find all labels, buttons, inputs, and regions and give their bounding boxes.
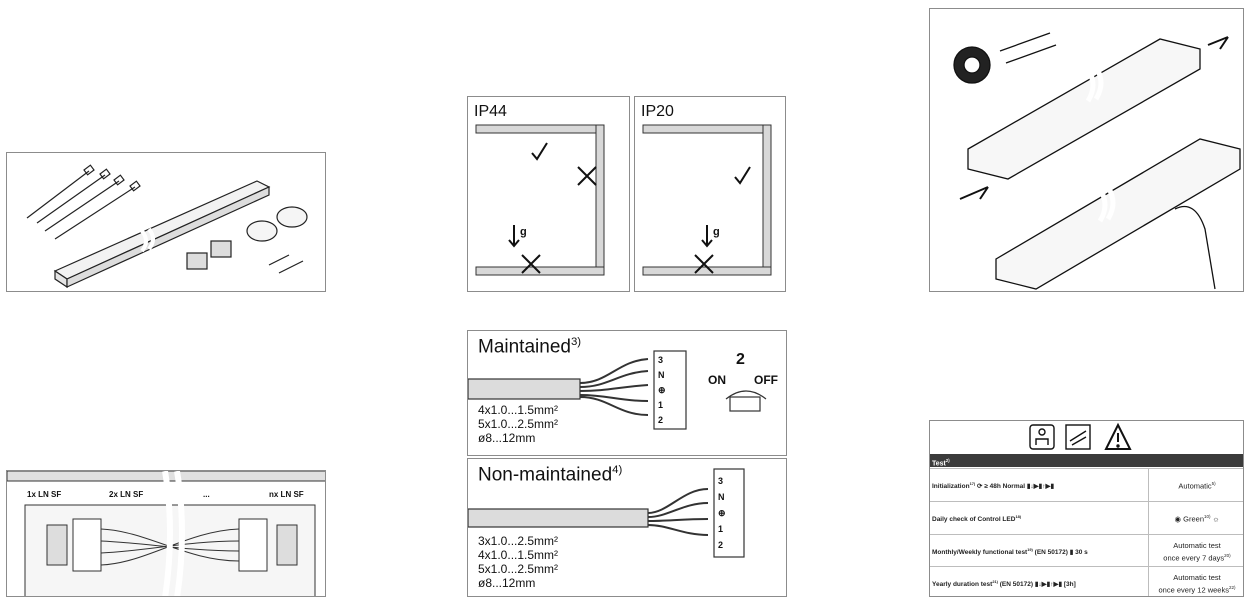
- non-maintained-wiring-panel: Non-maintained4) 3x1.0...2.5mm² 4x1.0...…: [467, 458, 787, 597]
- maintained-spec-1: 4x1.0...1.5mm²: [478, 403, 559, 417]
- label-ellipsis: ...: [203, 490, 210, 499]
- nm-terminal-n: N: [718, 492, 725, 502]
- eye-icon: ◉: [1174, 514, 1182, 524]
- mounting-illustration: [953, 32, 1241, 290]
- non-maintained-spec-1: 3x1.0...2.5mm²: [478, 534, 559, 548]
- nm-terminal-3: 3: [718, 476, 724, 486]
- non-maintained-spec-3: 5x1.0...2.5mm²: [478, 562, 559, 576]
- maintained-cable-illustration: [468, 350, 767, 430]
- terminal-3: 3: [658, 355, 664, 365]
- nm-terminal-2: 2: [718, 540, 724, 550]
- non-maintained-spec-4: ø8...12mm: [478, 576, 536, 590]
- test-row-daily-check: Daily check of Control LED18) ◉ Green10)…: [930, 501, 1243, 534]
- terminal-2: 2: [658, 415, 664, 425]
- maintained-terminal-block: 3 N ⊕ 1 2: [658, 353, 670, 428]
- ip44-panel: IP44 g: [467, 96, 630, 292]
- through-wiring-panel: 1x LN SF 2x LN SF ... nx LN SF: [6, 470, 326, 597]
- test-row-duration: Yearly duration test21) (EN 50172) ▮↓▶▮↑…: [930, 566, 1243, 596]
- nm-terminal-1: 1: [718, 524, 724, 534]
- maintained-title: Maintained3): [478, 336, 582, 358]
- ip20-mounting-illustration: [642, 124, 772, 276]
- maintained-spec-2: 5x1.0...2.5mm²: [478, 417, 559, 431]
- test-table: Test2) Initialization17) ⟳ ≥ 48h Normal …: [929, 420, 1244, 597]
- mounting-panel: [929, 8, 1244, 292]
- switch-on-label: ON: [708, 373, 726, 387]
- test-table-header: Test2): [930, 454, 1243, 467]
- maintained-spec-3: ø8...12mm: [478, 431, 536, 445]
- electrician-icon: [1029, 424, 1055, 450]
- terminal-n: N: [658, 370, 665, 380]
- non-maintained-title: Non-maintained4): [478, 464, 623, 486]
- label-nx-ln-sf: nx LN SF: [269, 490, 304, 499]
- label-2x-ln-sf: 2x LN SF: [109, 490, 144, 499]
- nm-terminal-earth: ⊕: [718, 508, 726, 518]
- package-contents-panel: [6, 152, 326, 292]
- switch-number: 2: [736, 351, 745, 368]
- test-table-icons: [1029, 422, 1132, 450]
- led-icon: ☼: [1212, 514, 1220, 524]
- non-maintained-spec-2: 4x1.0...1.5mm²: [478, 548, 559, 562]
- gravity-label-ip20: g: [713, 226, 720, 238]
- ip20-panel: IP20 g: [634, 96, 786, 292]
- through-wiring-illustration: [7, 471, 325, 596]
- battery-icon: ▮: [1069, 549, 1074, 557]
- ip44-mounting-illustration: [475, 124, 605, 276]
- battery-cycle-icons: ▮↓▶▮↑▶▮: [1034, 581, 1063, 589]
- label-1x-ln-sf: 1x LN SF: [27, 490, 62, 499]
- terminal-1: 1: [658, 400, 664, 410]
- switch-off-label: OFF: [754, 373, 778, 387]
- ip20-label: IP20: [641, 103, 674, 120]
- maintained-wiring-panel: Maintained3) 4x1.0...1.5mm² 5x1.0...2.5m…: [467, 330, 787, 456]
- read-manual-icon: [1065, 424, 1091, 450]
- battery-cycle-icons: ▮↓▶▮↑▶▮: [1026, 483, 1055, 491]
- test-row-initialization: Initialization17) ⟳ ≥ 48h Normal ▮↓▶▮↑▶▮…: [930, 468, 1243, 501]
- ip44-label: IP44: [474, 103, 507, 120]
- non-maintained-terminal-block: 3 N ⊕ 1 2: [718, 473, 730, 553]
- warning-icon: [1104, 422, 1132, 450]
- test-row-functional: Monthly/Weekly functional test19) (EN 50…: [930, 534, 1243, 566]
- cycle-icon: ⟳: [977, 483, 983, 491]
- non-maintained-cable-illustration: [468, 468, 745, 558]
- gravity-label-ip44: g: [520, 226, 527, 238]
- package-contents-illustration: [26, 164, 308, 289]
- terminal-earth: ⊕: [658, 385, 666, 395]
